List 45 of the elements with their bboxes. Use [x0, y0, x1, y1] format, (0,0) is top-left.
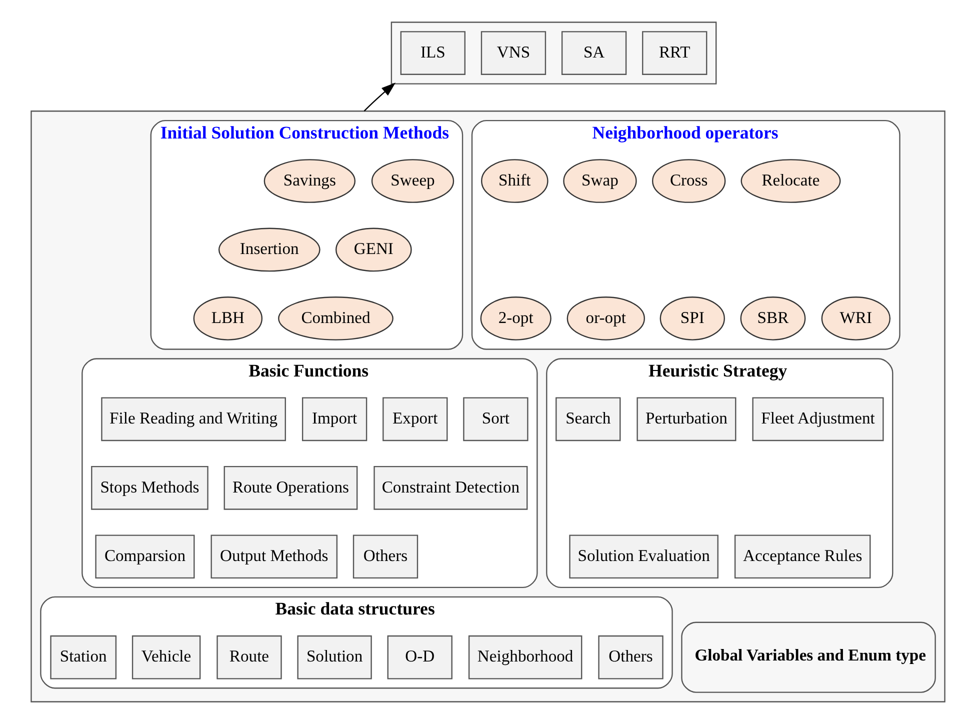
- node-box: Solution: [297, 635, 372, 680]
- node-ellipse: LBH: [193, 296, 263, 340]
- node-ellipse: or-opt: [566, 296, 645, 340]
- node-box: Search: [556, 397, 621, 442]
- node-box: Export: [382, 397, 448, 442]
- node-box: Perturbation: [636, 397, 736, 442]
- node-ellipse: SBR: [740, 296, 806, 340]
- node-box: Sort: [463, 397, 528, 442]
- node-box: Station: [50, 635, 117, 680]
- node-box: Import: [302, 397, 368, 442]
- node-ellipse: Shift: [481, 159, 548, 203]
- node-box: Acceptance Rules: [734, 534, 871, 579]
- node-box: Comparsion: [95, 534, 195, 579]
- node-box: ILS: [400, 31, 466, 75]
- cluster: [30, 110, 946, 702]
- node-box: RRT: [642, 31, 708, 75]
- node-box: VNS: [480, 31, 546, 75]
- node-box: Output Methods: [210, 534, 338, 579]
- node-box: Vehicle: [132, 635, 201, 680]
- node-ellipse: Cross: [652, 159, 726, 203]
- node-ellipse: Combined: [278, 296, 394, 340]
- node-box: File Reading and Writing: [101, 397, 286, 442]
- node-ellipse: Insertion: [218, 228, 320, 272]
- node-box: Constraint Detection: [374, 466, 528, 510]
- cluster: [390, 22, 717, 84]
- node-ellipse: WRI: [821, 296, 891, 340]
- node-ellipse: GENI: [336, 228, 412, 272]
- node-ellipse: Swap: [563, 159, 637, 203]
- node-ellipse: Savings: [264, 159, 356, 203]
- node-ellipse: Relocate: [740, 159, 841, 203]
- node-ellipse: SPI: [660, 296, 725, 340]
- node-box: Route Operations: [224, 466, 358, 510]
- node-box: Others: [352, 534, 418, 579]
- node-box: Solution Evaluation: [569, 534, 718, 579]
- node-ellipse: 2-opt: [480, 296, 552, 340]
- node-box: Global Variables and Enum type: [681, 622, 936, 693]
- node-box: O-D: [387, 635, 452, 680]
- node-box: Stops Methods: [91, 466, 208, 510]
- node-box: Others: [598, 635, 664, 680]
- node-box: SA: [561, 31, 627, 75]
- node-box: Route: [216, 635, 282, 680]
- arrow: [364, 82, 396, 112]
- node-ellipse: Sweep: [371, 159, 454, 203]
- node-box: Fleet Adjustment: [752, 397, 884, 442]
- node-box: Neighborhood: [468, 635, 582, 680]
